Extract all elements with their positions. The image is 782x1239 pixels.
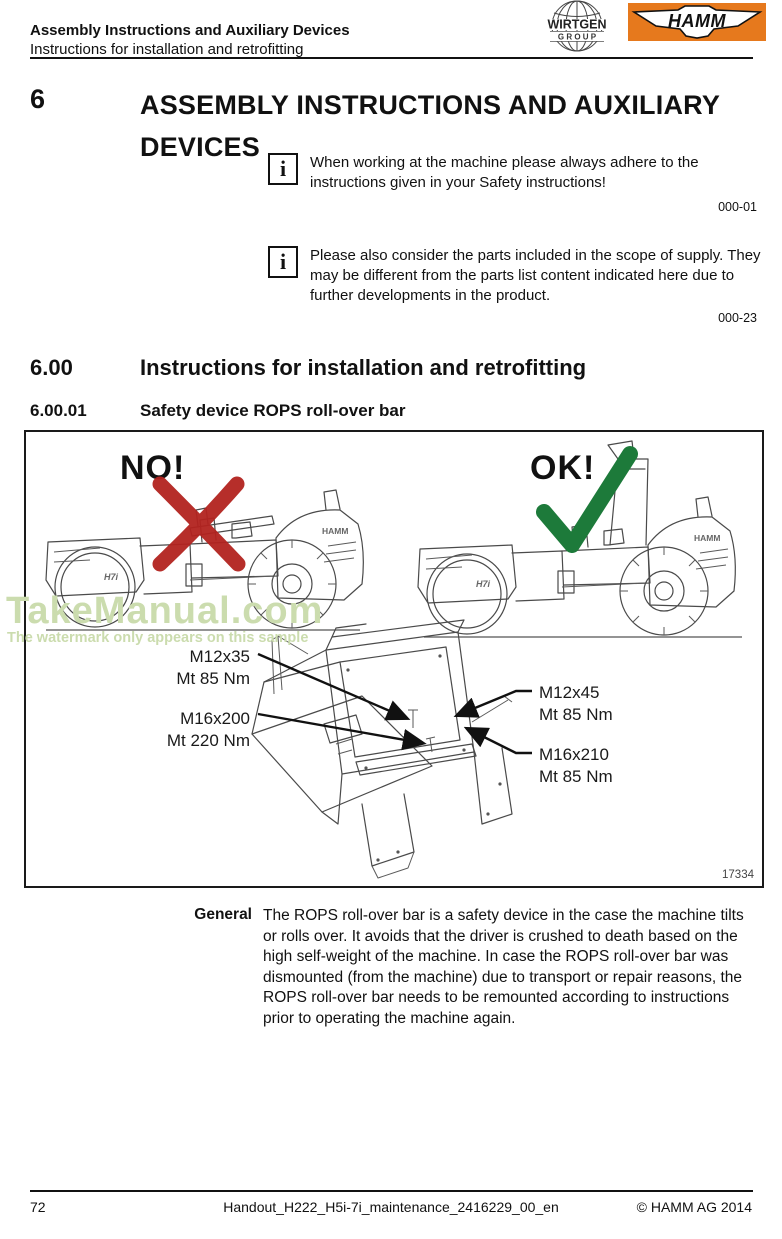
callout-arrows: [257, 652, 532, 755]
footer-copyright: © HAMM AG 2014: [636, 1199, 752, 1215]
wirtgen-group-logo: WIRTGEN G R O U P: [540, 0, 614, 63]
callout-m12x35: M12x35: [190, 647, 250, 666]
globe-icon: WIRTGEN G R O U P: [544, 0, 610, 52]
rops-illustration: NO! OK! H7i HAMM H7i HAMM: [45, 440, 755, 881]
footer-document-name: Handout_H222_H5i-7i_maintenance_2416229_…: [223, 1199, 559, 1215]
general-label: General: [194, 906, 252, 923]
rops-frame-drawing: [251, 619, 513, 879]
hamm-logo: HAMM: [628, 3, 766, 46]
callout-m16x210: M16x210: [539, 745, 609, 764]
header-chapter-title: Assembly Instructions and Auxiliary Devi…: [30, 22, 350, 39]
callout-m12x35-torque: Mt 85 Nm: [176, 669, 250, 688]
figure-rops-roll-over-bar: NO! OK! H7i HAMM H7i HAMM: [24, 430, 764, 888]
callout-m12x45-torque: Mt 85 Nm: [539, 705, 613, 724]
group-logo-text: G R O U P: [558, 33, 597, 42]
machine-model-label: H7i: [104, 572, 119, 582]
footer-page-number: 72: [30, 1199, 46, 1215]
red-cross-mark: [152, 476, 246, 572]
callout-labels: M12x35 Mt 85 Nm M16x200 Mt 220 Nm M12x45…: [167, 647, 613, 786]
chapter-number: 6: [30, 84, 46, 114]
callout-m16x210-torque: Mt 85 Nm: [539, 767, 613, 786]
no-label: NO!: [120, 449, 185, 487]
info-icon: i: [268, 153, 298, 185]
header-rule: [30, 57, 753, 59]
callout-m12x45: M12x45: [539, 683, 599, 702]
subsection-number: 6.00: [30, 355, 73, 380]
chapter-title: ASSEMBLY INSTRUCTIONS AND AUXILIARY DEVI…: [140, 90, 720, 162]
subsection-title: Instructions for installation and retrof…: [140, 355, 587, 380]
callout-m16x200: M16x200: [180, 709, 250, 728]
subsubsection-title: Safety device ROPS roll-over bar: [140, 401, 406, 420]
callout-m16x200-torque: Mt 220 Nm: [167, 731, 250, 750]
green-check-mark: [536, 446, 638, 553]
machine-model-label: H7i: [476, 579, 491, 589]
figure-number: 17334: [722, 869, 755, 881]
info-icon: i: [268, 246, 298, 278]
hamm-logo-text: HAMM: [668, 11, 726, 31]
ok-label: OK!: [530, 449, 595, 487]
machine-brand-label: HAMM: [694, 533, 720, 543]
wirtgen-logo-text: WIRTGEN: [547, 18, 606, 32]
hamm-logo-icon: HAMM: [628, 3, 766, 41]
note-code: 000-23: [718, 311, 757, 325]
footer-rule: [30, 1190, 753, 1192]
general-text: The ROPS roll-over bar is a safety devic…: [263, 907, 744, 1027]
machine-brand-label: HAMM: [322, 526, 348, 536]
note-text: Please also consider the parts included …: [310, 247, 761, 304]
note-code: 000-01: [718, 200, 757, 214]
subsubsection-number: 6.00.01: [30, 401, 87, 420]
note-text: When working at the machine please alway…: [310, 154, 699, 191]
header-section-subtitle: Instructions for installation and retrof…: [30, 41, 304, 58]
